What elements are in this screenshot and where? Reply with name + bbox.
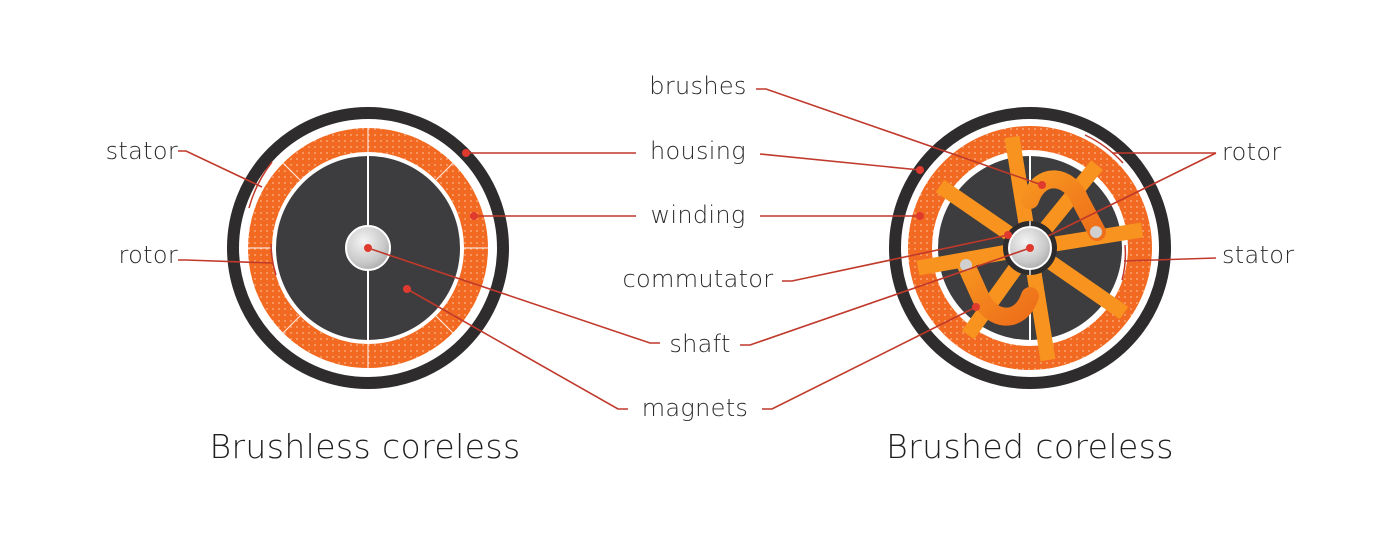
label-left-rotor: rotor [118,241,178,269]
brushless-motor [178,107,660,410]
housing [889,107,1171,389]
title-brushless-coreless: Brushless coreless [209,427,521,466]
label-winding: winding [650,201,746,229]
label-brushes: brushes [649,72,747,100]
label-commutator: commutator [622,265,774,293]
housing [227,107,509,389]
title-brushed-coreless: Brushed coreless [886,427,1174,466]
label-housing: housing [650,137,746,165]
brush-upper [1021,170,1106,241]
label-shaft: shaft [669,330,731,358]
label-magnets: magnets [641,394,749,422]
brush-lower [957,256,1039,326]
brushed-motor [740,88,1217,410]
label-right-stator: stator [1222,241,1295,269]
label-left-stator: stator [105,137,178,165]
label-right-rotor: rotor [1222,138,1282,166]
winding [908,126,1152,370]
